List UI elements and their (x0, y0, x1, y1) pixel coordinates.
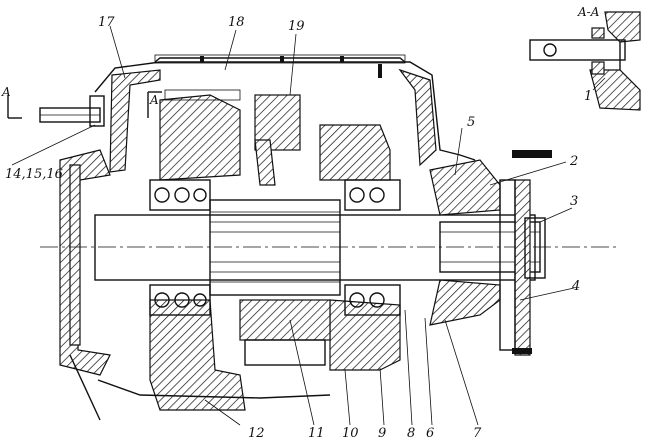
callout-2: 2 (569, 154, 578, 169)
callout-17: 17 (98, 15, 115, 30)
section-arrow-left: A (1, 85, 22, 119)
section-aa-detail: A-A (529, 5, 641, 111)
top-cover (154, 54, 406, 78)
section-arrow-label-2: A (149, 93, 159, 107)
callout-10: 10 (342, 426, 359, 437)
callout-9: 9 (378, 426, 386, 437)
section-arrow-label: A (1, 85, 11, 99)
callout-18: 18 (228, 15, 245, 30)
callout-11: 11 (308, 426, 325, 437)
callouts: 1 2 3 4 5 6 7 8 9 10 11 12 14,15,16 17 1… (5, 15, 592, 437)
bearings (149, 179, 401, 316)
callout-6: 6 (426, 426, 434, 437)
input-shaft (39, 95, 105, 127)
leader-lines (11, 25, 606, 426)
lower-gear (239, 299, 331, 366)
callout-8: 8 (407, 426, 415, 437)
callout-19: 19 (288, 19, 305, 34)
output-flange (429, 150, 552, 356)
callout-4: 4 (571, 279, 580, 294)
upper-gear (159, 89, 391, 186)
section-aa-title: A-A (577, 5, 600, 19)
section-arrow-right: A (147, 91, 162, 118)
callout-5: 5 (467, 115, 475, 130)
callout-14-15-16: 14,15,16 (5, 167, 63, 182)
housing (59, 61, 476, 421)
callout-3: 3 (570, 194, 578, 209)
callout-1: 1 (584, 89, 592, 104)
callout-12: 12 (248, 426, 265, 437)
main-shaft (40, 199, 620, 296)
callout-7: 7 (473, 426, 482, 437)
